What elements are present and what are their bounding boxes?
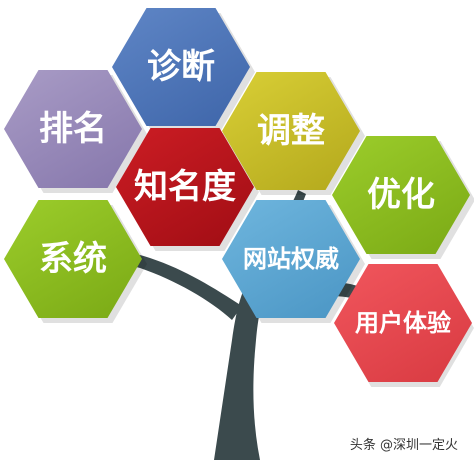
hexagon-label-system: 系统 xyxy=(39,239,107,279)
watermark: 头条 @深圳一定火 xyxy=(345,433,462,454)
hexagon-label-adjust: 调整 xyxy=(257,111,325,151)
hexagon-adjust: 调整 xyxy=(222,72,360,190)
hexagon-label-diagnose: 诊断 xyxy=(147,47,215,87)
hexagon-label-optimize: 优化 xyxy=(367,175,435,215)
hexagon-label-ranking: 排名 xyxy=(39,109,107,149)
hexagon-label-user-experience: 用户体验 xyxy=(355,309,451,337)
hexagon-fame: 知名度 xyxy=(116,128,254,246)
hexagon-label-authority: 网站权威 xyxy=(243,245,339,273)
hexagon-label-fame: 知名度 xyxy=(134,167,236,207)
hexagon-optimize: 优化 xyxy=(332,136,470,254)
